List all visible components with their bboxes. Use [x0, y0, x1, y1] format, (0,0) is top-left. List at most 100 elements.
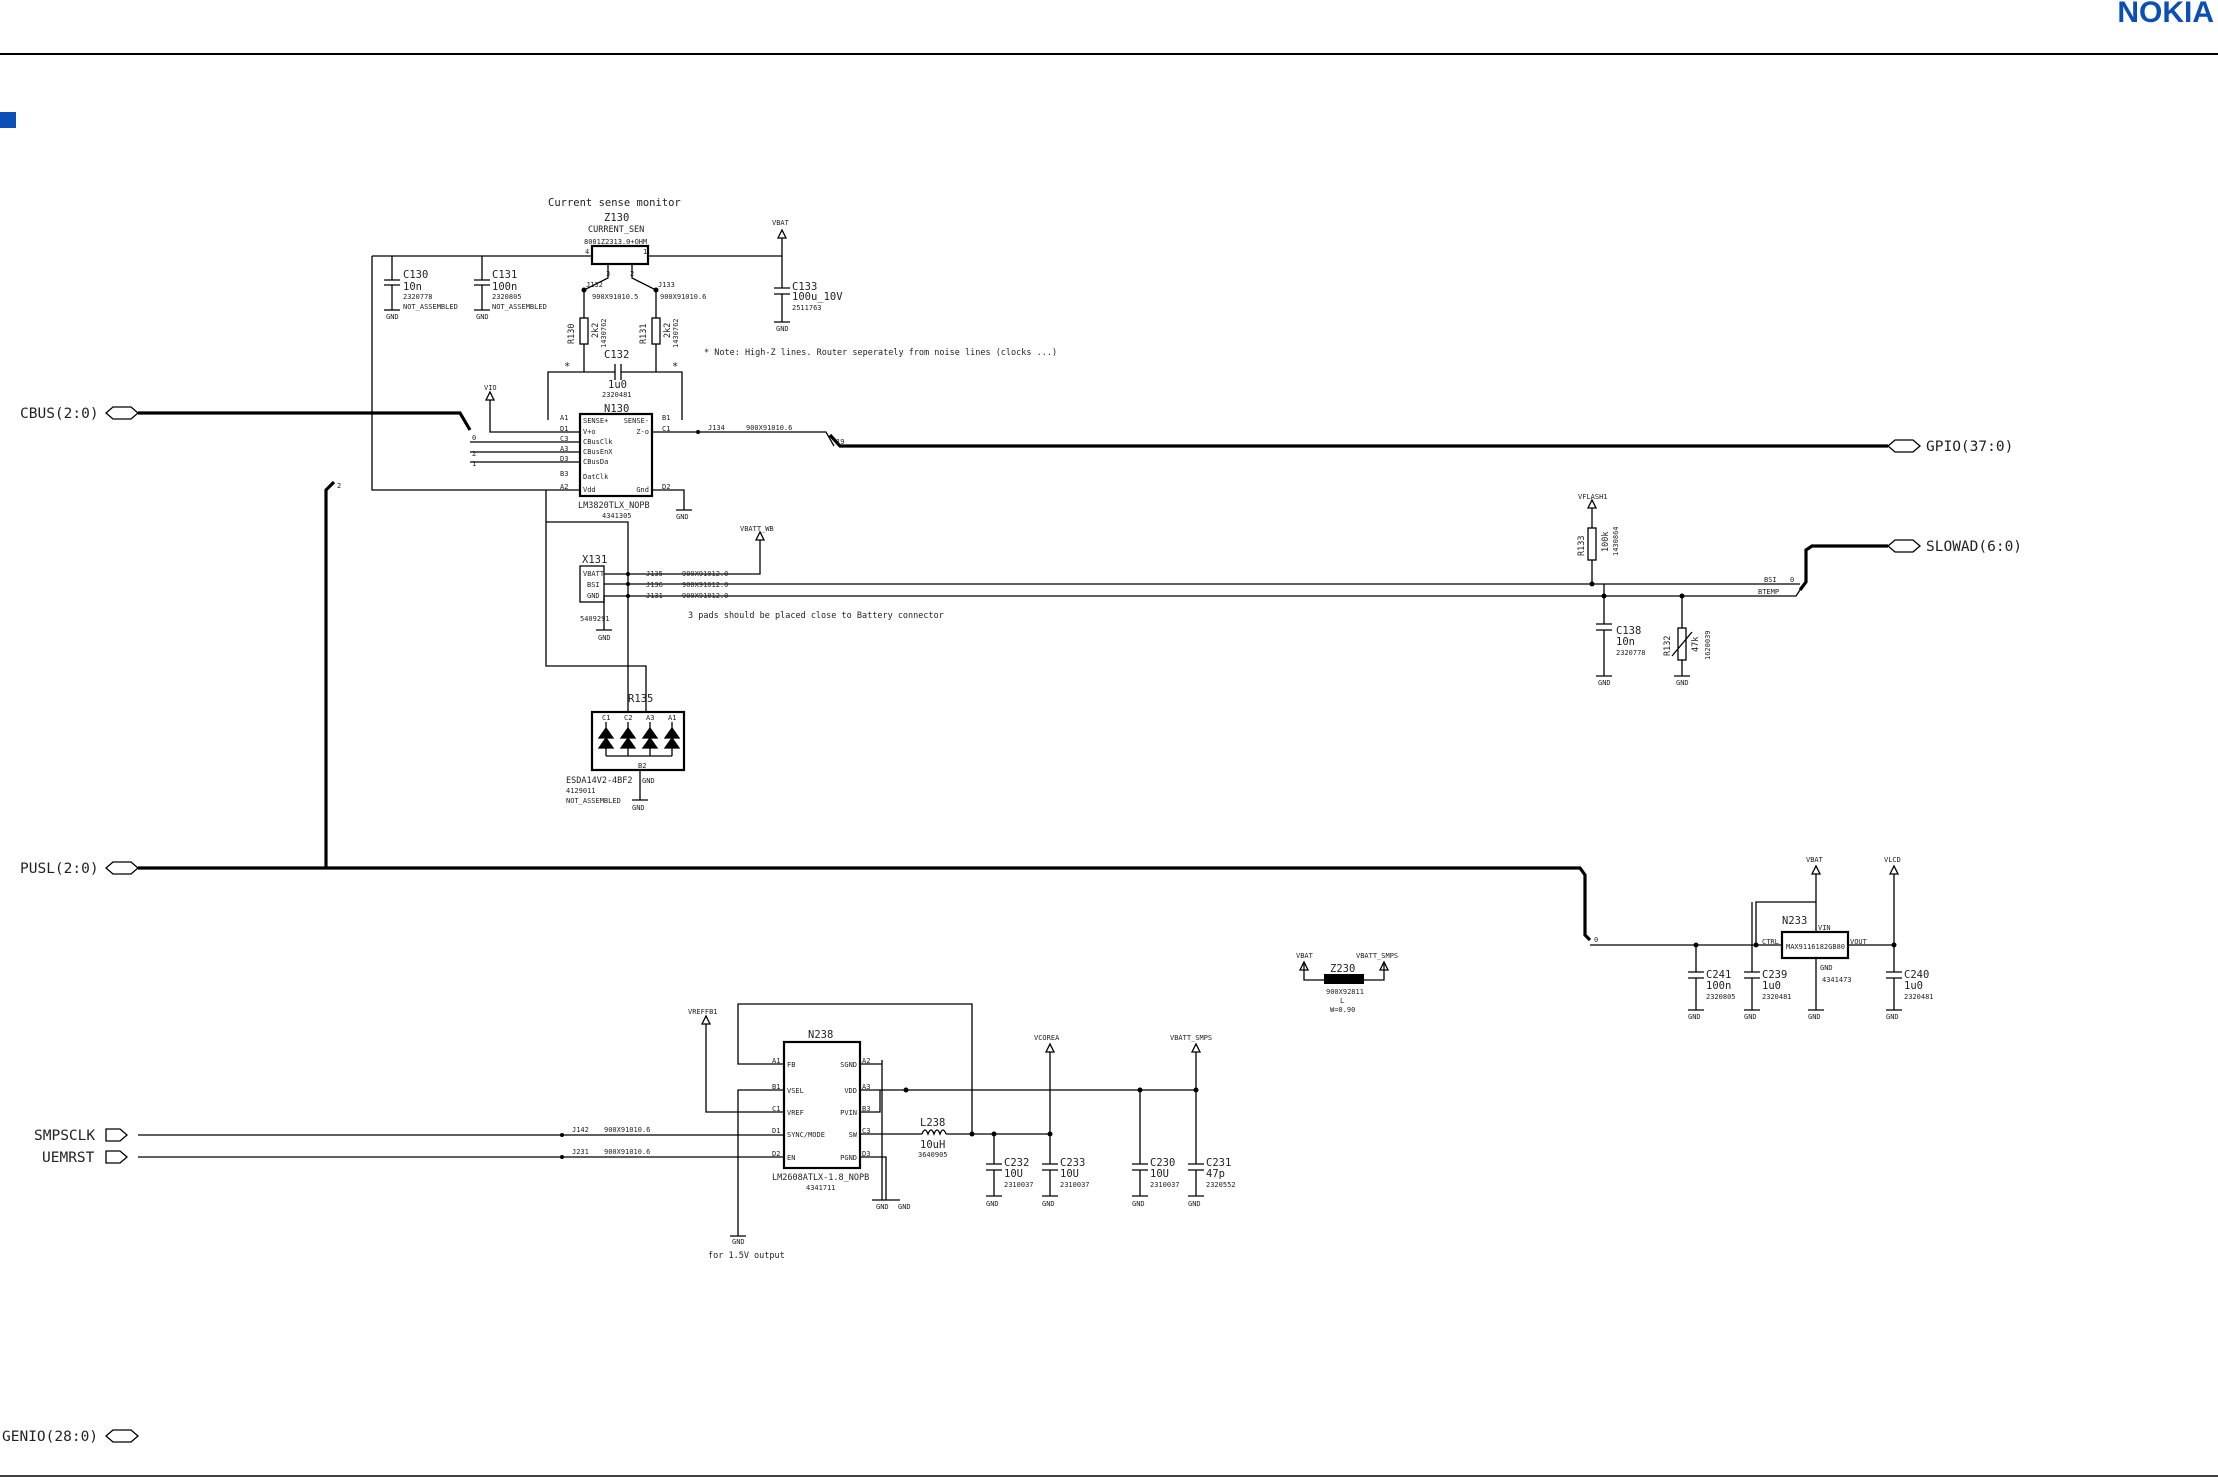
c131-code: 2320805: [492, 293, 522, 301]
gnd-label: GND: [732, 1238, 745, 1246]
r133-ref: R133: [1577, 536, 1587, 556]
port-uemrst-label: UEMRST: [42, 1150, 95, 1166]
c130-capacitor: [384, 256, 400, 310]
c131-note: NOT_ASSEMBLED: [492, 303, 547, 311]
section-marker: [0, 112, 16, 128]
n130-code: 4341305: [602, 512, 632, 520]
z130-sense-wires: [583, 264, 657, 318]
n130-pin-name: DatClk: [583, 473, 609, 481]
bidir-port-icon: [1887, 539, 1921, 553]
l238-inductor: [921, 1129, 947, 1136]
z230-l: L: [1340, 997, 1344, 1005]
cbus-wires: [470, 441, 580, 463]
c133-capacitor: [774, 256, 790, 323]
n233-block: N233 CTRL VIN VOUT MAX9116182GB80 GND 43…: [1590, 856, 1934, 1021]
gnd-label: GND: [642, 777, 655, 785]
x131-pin-bsi: BSI: [587, 581, 600, 589]
z230-block: VBAT VBATT_SMPS Z230 900X92811 L W=0.90: [1296, 952, 1398, 1014]
r131-code: 1430762: [672, 318, 680, 348]
c131-capacitor: [474, 256, 490, 311]
junction-dot: [969, 1131, 975, 1137]
r135-part: ESDA14V2-4BF2: [566, 776, 633, 786]
c132-value: 1u0: [608, 379, 627, 391]
n130-pin-name: CBusClk: [583, 438, 613, 446]
esd-pin-label: C2: [624, 714, 632, 722]
n238-ref: N238: [808, 1029, 833, 1041]
junction-dot: [1601, 593, 1607, 599]
n238-pin-name: PGND: [840, 1154, 857, 1162]
n130-ref: N130: [604, 403, 629, 415]
slowad-bus: [1798, 544, 1888, 591]
n238-pin-name: EN: [787, 1154, 795, 1162]
junction-dot: [1679, 593, 1685, 599]
for-15v-note: for 1.5V output: [708, 1251, 785, 1261]
c138-value: 10n: [1616, 636, 1635, 648]
c138-ref: C138: [1616, 625, 1641, 637]
c230-ref: C230: [1150, 1157, 1175, 1169]
port-pusl-label: PUSL(2:0): [20, 861, 99, 877]
n233-code: 4341473: [1822, 976, 1852, 984]
port-slowad-label: SLOWAD(6:0): [1926, 539, 2022, 555]
n233-part: MAX9116182GB80: [1786, 943, 1845, 951]
z130-ref: Z130: [604, 212, 629, 224]
c133-value: 100u_10V: [792, 291, 843, 303]
r133-code: 1430864: [1612, 526, 1620, 556]
n238-pin-number: D3: [862, 1150, 870, 1158]
c230-value: 10U: [1150, 1168, 1169, 1180]
j134-code: 900X91010.6: [746, 424, 792, 432]
gnd-label: GND: [1042, 1200, 1055, 1208]
port-smpsclk-label: SMPSCLK: [34, 1128, 95, 1144]
vbat-arrow-icon: [1810, 864, 1822, 880]
star-mark: *: [564, 361, 570, 373]
n130-body: [578, 412, 654, 498]
n238-pin-number: A1: [772, 1057, 780, 1065]
n130-pin-number: A3: [560, 445, 568, 453]
z130-part: 8001Z2313.0+OHM: [584, 238, 647, 246]
c233-value: 10U: [1060, 1168, 1079, 1180]
pusl-bus: [138, 866, 1592, 942]
n238-pin-name: SW: [849, 1131, 858, 1139]
gnd-label: GND: [776, 325, 789, 333]
c231-capacitor: [1188, 1090, 1204, 1197]
l238-ref: L238: [920, 1117, 945, 1129]
c232-ref: C232: [1004, 1157, 1029, 1169]
c130-code: 2320778: [403, 293, 433, 301]
n238-pin-name: VSEL: [787, 1087, 804, 1095]
n130-pin-name: SENSE-: [624, 417, 649, 425]
test-point: [626, 582, 630, 586]
bidir-port-icon: [105, 406, 139, 420]
vio-wire: [489, 400, 580, 433]
n233-gnd-pin: GND: [1820, 964, 1833, 972]
esd-pin-label: A1: [668, 714, 676, 722]
c133-ref: C133: [792, 281, 817, 293]
n238-block: N238 U/U A1FBB1VSELC1VREFD1SYNC/MODED2EN…: [138, 1003, 1236, 1261]
c130-ref: C130: [403, 269, 428, 281]
c239-code: 2320481: [1762, 993, 1792, 1001]
n130-pin-name: Vdd: [583, 486, 596, 494]
gnd-label: GND: [676, 513, 689, 521]
esd-pin-label: A3: [646, 714, 654, 722]
bidir-port-icon: [105, 1429, 139, 1443]
esd-diode-icon: [597, 722, 615, 756]
junction-dot: [903, 1087, 909, 1093]
smps-capacitors: C23210U2310037GNDC23310U2310037GNDC23010…: [986, 1090, 1236, 1208]
c132-capacitor: [614, 364, 622, 380]
z230-wires: [1303, 962, 1385, 981]
port-gpio: GPIO(37:0): [1887, 439, 2013, 455]
r135-b2: B2: [638, 762, 646, 770]
port-cbus: CBUS(2:0): [20, 406, 139, 422]
n233-gnd: [1808, 958, 1824, 1011]
z-out-wire: [652, 431, 835, 447]
cbus-bus: [138, 411, 472, 431]
r132-code: 1620039: [1704, 630, 1712, 660]
c233-capacitor: [1042, 1134, 1058, 1197]
vreffb-label: VREFFB1: [688, 1008, 718, 1016]
junction-dot: [1753, 942, 1759, 948]
gpio-bus: [828, 433, 1888, 448]
gnd-label: GND: [986, 1200, 999, 1208]
n238-pin-name: FB: [787, 1061, 795, 1069]
port-pusl: PUSL(2:0): [20, 861, 139, 877]
n233-ref: N233: [1782, 915, 1807, 927]
r130-resistor: [579, 317, 589, 345]
